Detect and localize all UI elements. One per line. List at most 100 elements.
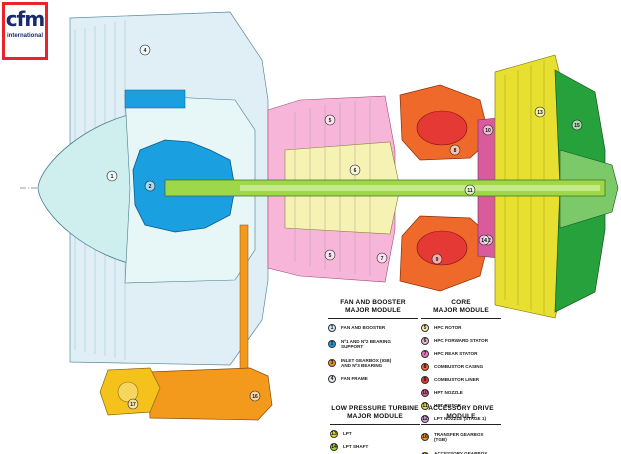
- legend-accessory: ACCESSORY DRIVE MODULE 16 TRANSFER GEARBO…: [421, 405, 501, 454]
- logo-subtext: international: [6, 33, 43, 39]
- legend-label: HPT ROTOR: [434, 403, 461, 409]
- callout-circle: [139, 44, 151, 56]
- legend-item-list: 5 HPC ROTOR 6 HPC FORWARD STATOR 7 HPC REAR S…: [421, 323, 501, 424]
- legend-swatch: 8: [421, 363, 429, 371]
- legend-item: 1 FAN AND BOOSTER: [328, 323, 418, 333]
- legend-label: FAN FRAME: [341, 376, 368, 382]
- legend-item: 16 TRANSFER GEARBOX (TGB): [421, 429, 501, 445]
- agb-gear: [117, 381, 139, 403]
- transfer-gearbox-region: [147, 367, 273, 421]
- callout-marker: 7: [376, 252, 388, 264]
- legend-title: ACCESSORY DRIVE MODULE: [428, 405, 494, 420]
- callout-number: 8: [454, 148, 457, 154]
- callout-marker: 4: [139, 44, 151, 56]
- callout-marker: 2: [144, 180, 156, 192]
- legend-label: HPC FORWARD STATOR: [434, 338, 489, 344]
- callout-marker: 1: [106, 170, 118, 182]
- callout-number: 14: [481, 238, 487, 244]
- callout-marker: 5: [324, 114, 336, 126]
- legend-swatch: 7: [421, 350, 429, 358]
- legend-divider: [421, 424, 501, 425]
- callout-marker: 14: [478, 234, 490, 246]
- callout-circle: [376, 252, 388, 264]
- lpt-shaft-inner: [240, 185, 600, 191]
- legend-label: INLET GEARBOX (IGB) AND Nº3 BEARING: [341, 357, 392, 369]
- combustor-liner-lower: [416, 230, 468, 266]
- combustor-liner-upper: [416, 110, 468, 146]
- callout-marker: 16: [249, 390, 261, 402]
- callout-circle: [431, 253, 443, 265]
- callout-circle: [324, 249, 336, 261]
- legend-item-list: 16 TRANSFER GEARBOX (TGB) 17ACCESSORY GEAR…: [421, 429, 501, 454]
- legend-label: LPT: [343, 431, 352, 437]
- legend-swatch: 14: [330, 443, 338, 451]
- logo-text: cfm: [5, 7, 45, 31]
- callout-circle: [106, 170, 118, 182]
- callout-circle: [571, 119, 583, 131]
- callout-marker: 17: [127, 398, 139, 410]
- callout-circle: [127, 398, 139, 410]
- callout-number: 1: [111, 174, 114, 180]
- callout-number: 13: [537, 110, 543, 116]
- legend-item: 8 COMBUSTOR CASING: [421, 362, 501, 372]
- cfm-logo: cfm international: [2, 2, 48, 60]
- legend-swatch: 3: [328, 359, 336, 367]
- legend-label: COMBUSTOR CASING: [434, 364, 484, 370]
- legend-swatch: 5: [421, 324, 429, 332]
- callout-marker: 6: [349, 164, 361, 176]
- callout-number: 16: [252, 394, 258, 400]
- callout-number: 17: [130, 402, 136, 408]
- legend-swatch: 9: [421, 376, 429, 384]
- callout-number: 6: [354, 168, 357, 174]
- legend-swatch: 12: [421, 415, 429, 423]
- legend-label: HPT NOZZLE: [434, 390, 463, 396]
- legend-item: 7 HPC REAR STATOR: [421, 349, 501, 359]
- legend-label: HPC REAR STATOR: [434, 351, 478, 357]
- callout-circle: [478, 234, 490, 246]
- callout-number: 5: [329, 118, 332, 124]
- bearing-upper-bracket: [124, 89, 186, 109]
- callout-number: 5: [329, 253, 332, 259]
- radial-drive-shaft: [239, 224, 249, 376]
- callout-circle: [349, 164, 361, 176]
- callout-markers: 1245567891011121314151617: [106, 44, 583, 410]
- legend-label: TRANSFER GEARBOX (TGB): [434, 431, 484, 443]
- legend-fan-booster: FAN AND BOOSTER MAJOR MODULE 1 FAN AND BO…: [328, 299, 418, 387]
- legend-title: FAN AND BOOSTER MAJOR MODULE: [340, 299, 406, 314]
- legend-item: 9 COMBUSTOR LINER: [421, 375, 501, 385]
- legend-label: ACCESSORY GEARBOX (AGB): [434, 450, 488, 454]
- callout-circle: [144, 180, 156, 192]
- legend-swatch: 2: [328, 340, 336, 348]
- callout-circle: [534, 106, 546, 118]
- legend-label: HPC ROTOR: [434, 325, 462, 331]
- legend-divider: [421, 318, 501, 319]
- legend-divider: [330, 424, 420, 425]
- legend-label: COMBUSTOR LINER: [434, 377, 480, 383]
- legend-item: 5 HPC ROTOR: [421, 323, 501, 333]
- legend-swatch: 6: [421, 337, 429, 345]
- callout-circle: [464, 184, 476, 196]
- legend-swatch: 16: [421, 433, 429, 441]
- callout-number: 15: [574, 123, 580, 129]
- callout-circle: [324, 114, 336, 126]
- legend-item: 17ACCESSORY GEARBOX (AGB): [421, 448, 501, 454]
- callout-number: 7: [381, 256, 384, 262]
- legend-label: FAN AND BOOSTER: [341, 325, 386, 331]
- callout-number: 10: [485, 128, 491, 134]
- callout-circle: [449, 144, 461, 156]
- callout-circle: [249, 390, 261, 402]
- callout-number: 11: [467, 188, 473, 194]
- legend-swatch: 1: [328, 324, 336, 332]
- callout-marker: 13: [534, 106, 546, 118]
- callout-marker: 5: [324, 249, 336, 261]
